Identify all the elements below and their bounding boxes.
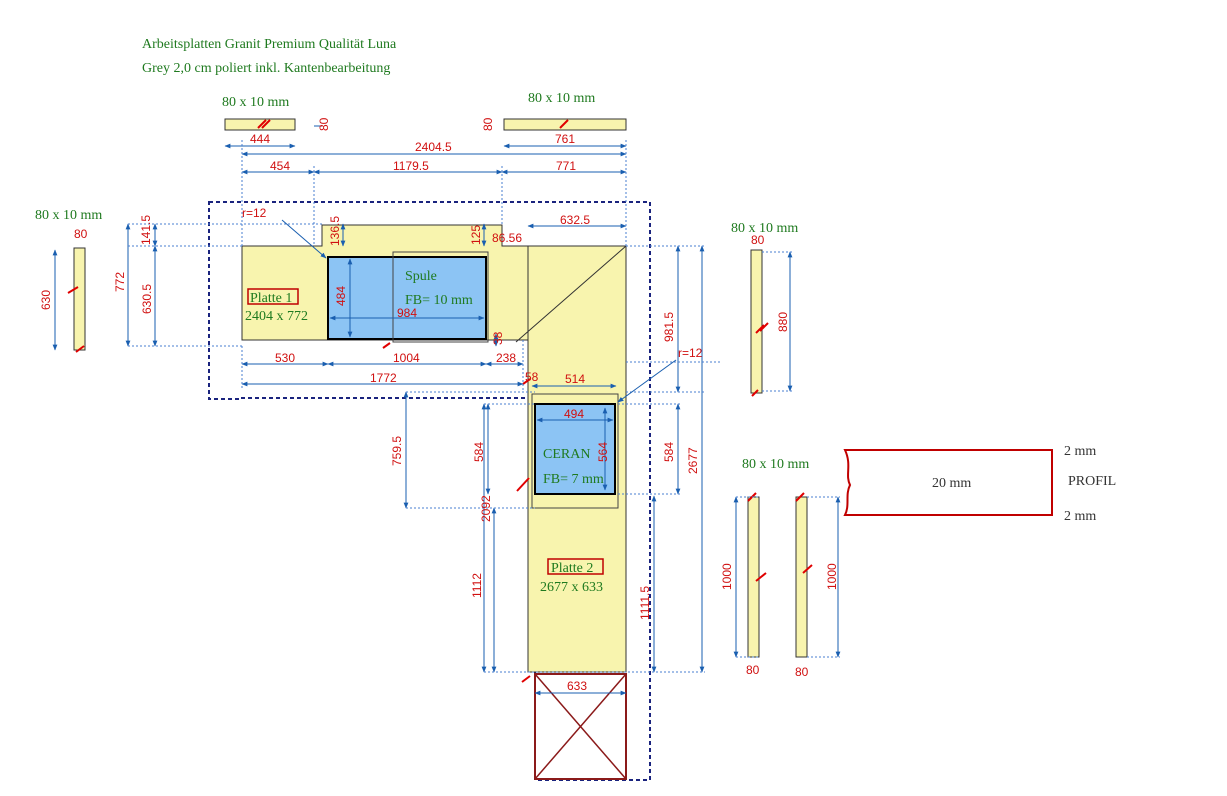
strip-top-right bbox=[503, 118, 627, 131]
dim-141-5: 141.5 bbox=[139, 215, 153, 245]
dim-759-5: 759.5 bbox=[390, 436, 404, 466]
dim-total-width: 2404.5 bbox=[415, 140, 452, 154]
ceran-fb: FB= 7 mm bbox=[543, 472, 604, 487]
dim-1112: 1112 bbox=[470, 573, 484, 598]
strip-left-length: 630 bbox=[39, 290, 53, 310]
sink-fb: FB= 10 mm bbox=[405, 293, 473, 308]
strip-top-left bbox=[224, 118, 296, 131]
dim-38: 38 bbox=[491, 331, 505, 345]
profile-label: PROFIL bbox=[1068, 474, 1116, 489]
dim-58: 58 bbox=[525, 370, 539, 384]
sink-height: 484 bbox=[334, 286, 348, 306]
plate1-size: 2404 x 772 bbox=[245, 309, 308, 324]
dim-2677: 2677 bbox=[686, 447, 700, 474]
strip-left-width: 80 bbox=[74, 227, 88, 241]
ceran-width: 494 bbox=[564, 407, 584, 421]
dim-630-5: 630.5 bbox=[140, 284, 154, 314]
ceran-name: CERAN bbox=[543, 447, 590, 462]
radius-label-2: r=12 bbox=[678, 346, 703, 360]
dim-136-5: 136.5 bbox=[328, 216, 342, 246]
strip-bottom-b bbox=[795, 496, 808, 658]
strip-left-label: 80 x 10 mm bbox=[35, 208, 102, 223]
ceran-height: 564 bbox=[596, 442, 610, 462]
profile-top: 2 mm bbox=[1064, 444, 1096, 459]
sink-name: Spule bbox=[405, 269, 437, 284]
strip-top-right-length: 761 bbox=[555, 132, 575, 146]
strip-bottom-length-a: 1000 bbox=[720, 563, 734, 590]
dim-125: 125 bbox=[469, 225, 483, 245]
dim-454: 454 bbox=[270, 159, 290, 173]
plate2-name: Platte 2 bbox=[551, 561, 593, 576]
dim-86-56: 86.56 bbox=[492, 231, 522, 245]
dim-514: 514 bbox=[565, 372, 585, 386]
dim-1111-5: 1111.5 bbox=[638, 586, 652, 620]
sink-cutout bbox=[327, 256, 487, 340]
mitre-line bbox=[515, 245, 627, 343]
radius-label-1: r=12 bbox=[242, 206, 267, 220]
dim-771: 771 bbox=[556, 159, 576, 173]
profile-section bbox=[843, 449, 1053, 516]
strip-bottom-a bbox=[747, 496, 760, 658]
strip-right bbox=[750, 249, 763, 394]
plate2-size: 2677 x 633 bbox=[540, 580, 603, 595]
dim-584-right: 584 bbox=[662, 442, 676, 462]
title-line-2: Grey 2,0 cm poliert inkl. Kantenbearbeit… bbox=[142, 61, 391, 76]
strip-bottom-width-b: 80 bbox=[795, 665, 809, 679]
dim-530: 530 bbox=[275, 351, 295, 365]
dim-584-left: 584 bbox=[472, 442, 486, 462]
dim-981-5: 981.5 bbox=[662, 312, 676, 342]
strip-left bbox=[73, 247, 86, 351]
strip-bottom-width-a: 80 bbox=[746, 663, 760, 677]
dim-1772: 1772 bbox=[370, 371, 397, 385]
dim-633: 633 bbox=[567, 679, 587, 693]
strip-top-left-width: 80 bbox=[317, 117, 331, 131]
strip-bottom-length-b: 1000 bbox=[825, 563, 839, 590]
title-line-1: Arbeitsplatten Granit Premium Qualität L… bbox=[142, 37, 397, 52]
plate1-name: Platte 1 bbox=[250, 291, 292, 306]
strip-right-length: 880 bbox=[776, 312, 790, 332]
dim-238: 238 bbox=[496, 351, 516, 365]
dim-2092: 2092 bbox=[479, 495, 493, 522]
strip-top-left-length: 444 bbox=[250, 132, 270, 146]
profile-thickness: 20 mm bbox=[932, 476, 971, 491]
strip-right-label: 80 x 10 mm bbox=[731, 221, 798, 236]
dim-1004: 1004 bbox=[393, 351, 420, 365]
dim-1179-5: 1179.5 bbox=[393, 159, 429, 173]
strip-bottom-label: 80 x 10 mm bbox=[742, 457, 809, 472]
profile-bottom: 2 mm bbox=[1064, 509, 1096, 524]
strip-top-right-label: 80 x 10 mm bbox=[528, 91, 595, 106]
sink-width: 984 bbox=[397, 306, 417, 320]
dim-632-5: 632.5 bbox=[560, 213, 590, 227]
strip-top-right-width: 80 bbox=[481, 117, 495, 131]
cabinet-box bbox=[534, 673, 627, 780]
dim-772: 772 bbox=[113, 272, 127, 292]
strip-right-width: 80 bbox=[751, 233, 765, 247]
strip-top-left-label: 80 x 10 mm bbox=[222, 95, 289, 110]
